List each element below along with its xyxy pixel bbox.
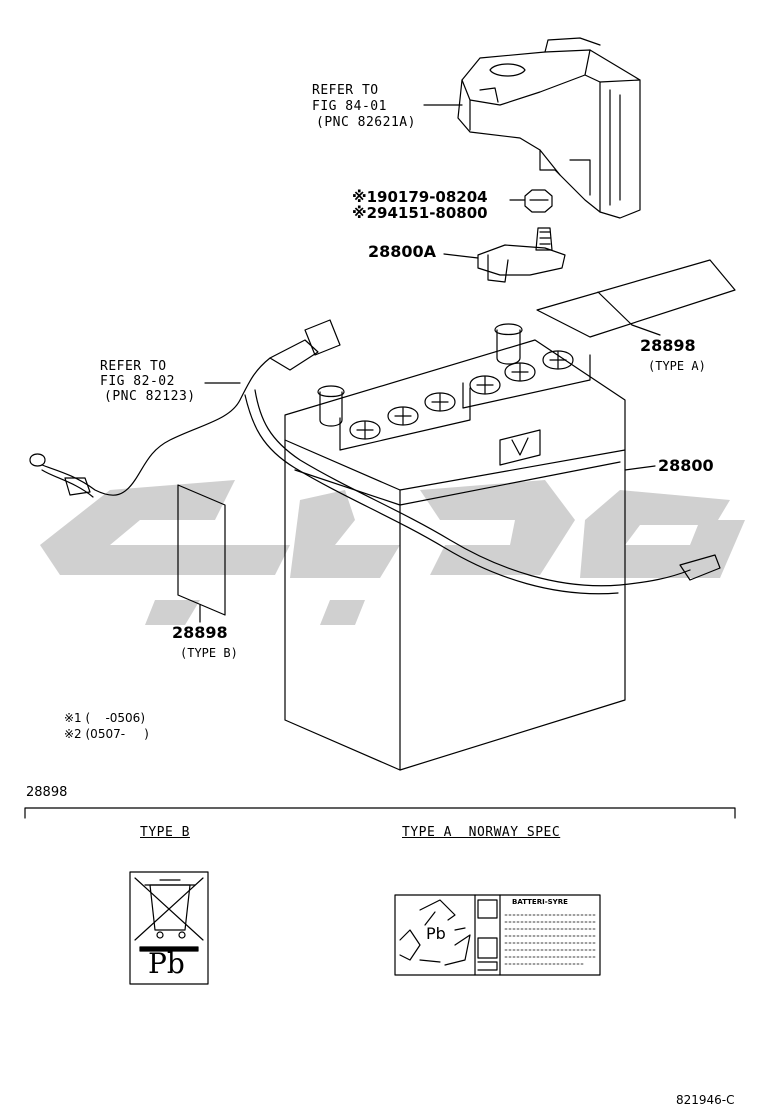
note-2: ※2 (0507- ): [64, 727, 149, 741]
label-a-part-number: 28898: [640, 336, 696, 355]
ref-82-line3: (PNC 82123): [104, 389, 196, 404]
ref-84-line3: (PNC 82621A): [316, 115, 416, 130]
type-b-title: TYPE B: [140, 825, 190, 840]
battery: [284, 323, 626, 771]
label-type-b: [177, 484, 226, 616]
detail-section-title: 28898: [26, 785, 68, 800]
positive-cable: [244, 389, 721, 595]
ref-84-line1: REFER TO: [312, 83, 379, 98]
label-type-a: [536, 259, 736, 338]
fuse-box-cover: [457, 37, 641, 219]
bolt1-part-number: ※190179-08204: [352, 188, 488, 206]
ref-82-line2: FIG 82-02: [100, 374, 175, 389]
label-a-type: (TYPE A): [648, 359, 706, 373]
bolt2-part-number: ※294151-80800: [352, 204, 488, 222]
note-1: ※1 ( -0506): [64, 711, 145, 725]
label-b-type: (TYPE B): [180, 646, 238, 660]
label-b-part-number: 28898: [172, 623, 228, 642]
section-bracket: [24, 807, 736, 819]
leader-clamp: [443, 253, 479, 259]
pb-text: Pb: [148, 947, 185, 980]
norway-label-text-lines: [504, 914, 596, 965]
norway-heading: BATTERI-SYRE: [512, 898, 568, 906]
nut: [524, 189, 553, 213]
type-a-title: TYPE A NORWAY SPEC: [402, 825, 561, 840]
clamp-part-number: 28800A: [368, 242, 437, 261]
ref-84-line2: FIG 84-01: [312, 99, 387, 114]
terminal-clamp: [477, 227, 566, 283]
ref-82-line1: REFER TO: [100, 359, 167, 374]
watermark-logo: [40, 480, 745, 625]
leader-battery: [624, 465, 656, 471]
pb-label-graphic: [129, 871, 209, 985]
battery-part-number: 28800: [658, 456, 714, 475]
leader-label-a: [631, 324, 661, 336]
norway-label-graphic: [394, 894, 601, 976]
norway-pb-text: Pb: [426, 924, 446, 943]
negative-cable: [29, 319, 341, 498]
footer-code: 821946-C: [676, 1093, 735, 1107]
